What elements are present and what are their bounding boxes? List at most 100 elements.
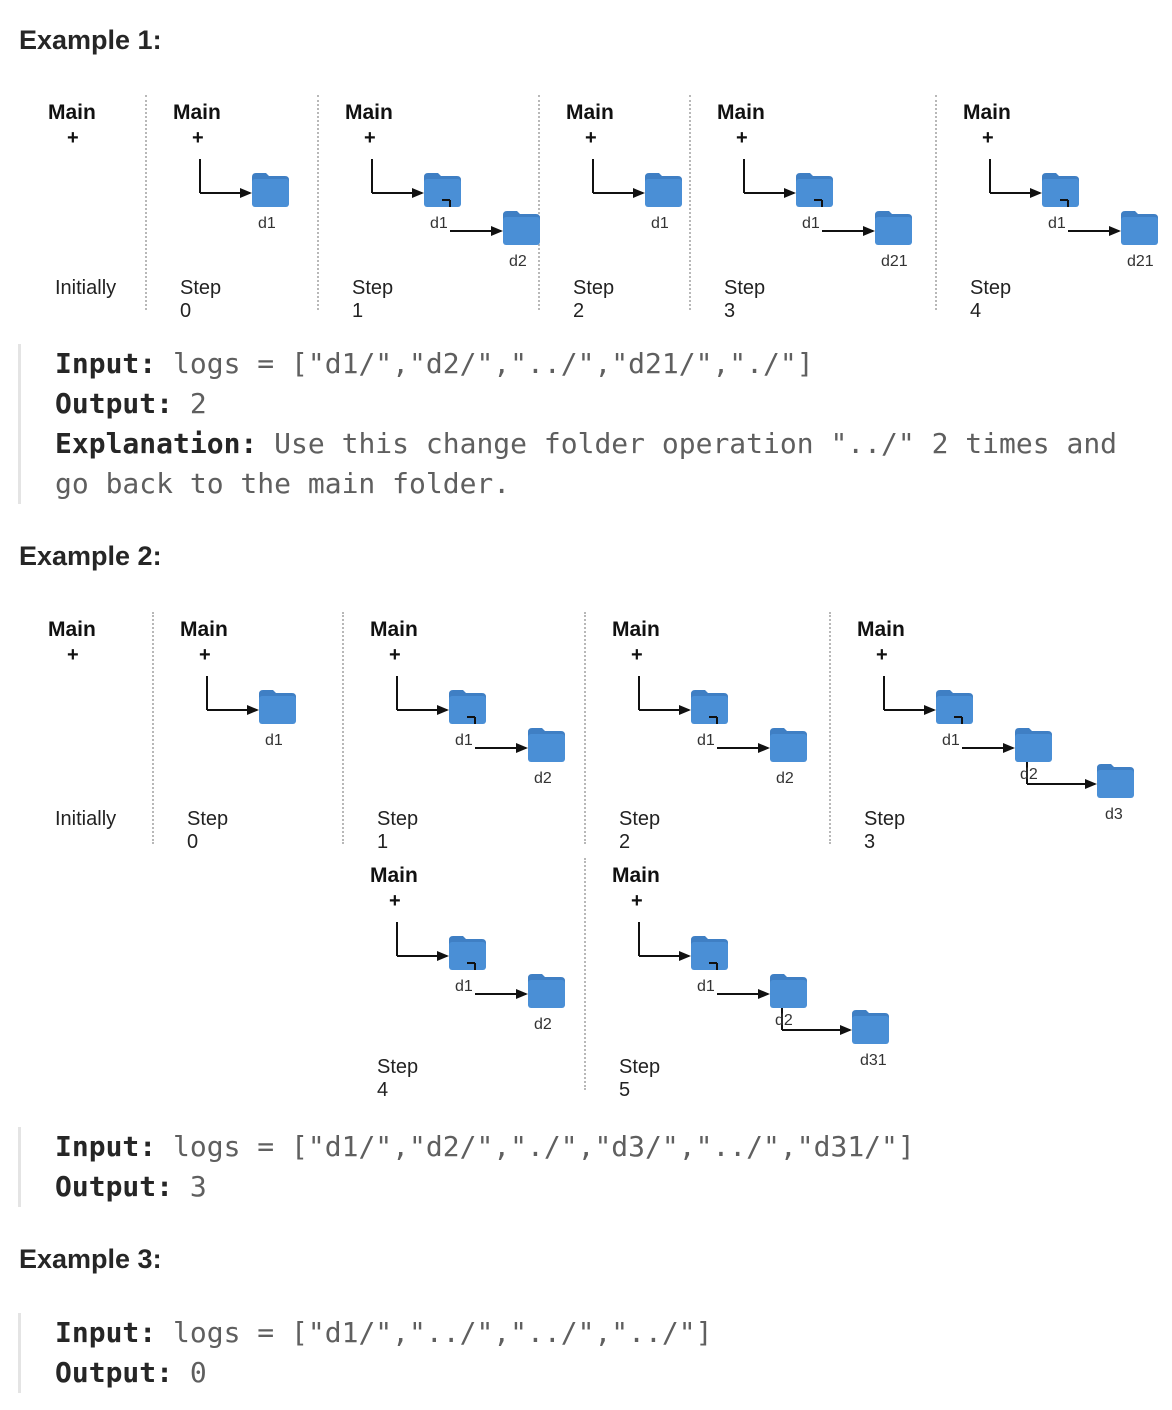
folder-name-label: d1 [1048, 215, 1066, 232]
root-marker: + [199, 644, 211, 666]
folder-icon [852, 1010, 889, 1044]
folder-tree [989, 159, 1158, 245]
arrowhead-icon [840, 1025, 852, 1035]
example-1-code-block: Input: logs = ["d1/","d2/","../","d21/",… [18, 344, 1135, 504]
folder-name-label: d1 [651, 215, 669, 232]
folder-name-label: d1 [455, 978, 473, 995]
step-label: Step 4 [377, 1056, 419, 1101]
root-folder-label: Main [48, 618, 96, 641]
arrowhead-icon [516, 989, 528, 999]
folder-tree [396, 922, 565, 1008]
output-label: Output: [55, 387, 174, 420]
root-marker: + [631, 644, 643, 666]
folder-name-label: d1 [258, 215, 276, 232]
root-marker: + [982, 127, 994, 149]
arrowhead-icon [1003, 743, 1015, 753]
folder-icon [1121, 211, 1158, 245]
folder-icon [1042, 173, 1079, 207]
folder-icon [259, 690, 296, 724]
root-folder-label: Main [370, 864, 418, 887]
arrowhead-icon [437, 705, 449, 715]
root-folder-label: Main [612, 618, 660, 641]
step-label: Step 0 [187, 808, 229, 853]
panel-divider [145, 95, 147, 310]
example-2-code-block: Input: logs = ["d1/","d2/","./","d3/",".… [18, 1127, 1135, 1207]
folder-name-label: d1 [455, 732, 473, 749]
folder-name-label: d21 [1127, 253, 1154, 270]
arrowhead-icon [784, 188, 796, 198]
folder-icon [528, 728, 565, 762]
folder-icon [875, 211, 912, 245]
folder-icon [449, 936, 486, 970]
example-3-code-block: Input: logs = ["d1/","../","../","../"] … [18, 1313, 1135, 1393]
folder-name-label: d2 [775, 1012, 793, 1029]
root-folder-label: Main [345, 101, 393, 124]
output-label: Output: [55, 1356, 174, 1389]
arrowhead-icon [240, 188, 252, 198]
input-label: Input: [55, 1316, 157, 1349]
folder-tree [638, 922, 889, 1044]
input-value: logs = ["d1/","d2/","../","d21/","./"] [173, 347, 814, 380]
folder-name-label: d1 [265, 732, 283, 749]
example-2-heading: Example 2: [19, 541, 162, 571]
panel-divider [317, 95, 319, 310]
root-marker: + [389, 890, 401, 912]
panel-divider [584, 858, 586, 1090]
root-marker: + [736, 127, 748, 149]
step-label: Step 0 [180, 277, 222, 322]
root-folder-label: Main [717, 101, 765, 124]
folder-tree [743, 159, 912, 245]
input-label: Input: [55, 347, 157, 380]
root-folder-label: Main [48, 101, 96, 124]
root-marker: + [876, 644, 888, 666]
folder-tree [638, 676, 807, 762]
root-marker: + [192, 127, 204, 149]
folder-icon [936, 690, 973, 724]
folder-icon [796, 173, 833, 207]
folder-icon [691, 690, 728, 724]
arrowhead-icon [516, 743, 528, 753]
arrowhead-icon [679, 951, 691, 961]
folder-tree [396, 676, 565, 762]
folder-name-label: d1 [697, 978, 715, 995]
step-label: Step 1 [377, 808, 419, 853]
root-folder-label: Main [173, 101, 221, 124]
explanation-value: Use this change folder operation "../" 2… [55, 427, 1134, 500]
step-label: Step 2 [619, 808, 661, 853]
root-folder-label: Main [370, 618, 418, 641]
step-label: Step 5 [619, 1056, 661, 1101]
input-label: Input: [55, 1130, 157, 1163]
arrowhead-icon [758, 989, 770, 999]
folder-icon [1097, 764, 1134, 798]
arrowhead-icon [924, 705, 936, 715]
explanation-label: Explanation: [55, 427, 258, 460]
root-marker: + [67, 127, 79, 149]
folder-name-label: d2 [534, 770, 552, 787]
folder-name-label: d1 [430, 215, 448, 232]
example-3-heading: Example 3: [19, 1244, 162, 1274]
arrowhead-icon [679, 705, 691, 715]
root-folder-label: Main [612, 864, 660, 887]
folder-icon [770, 974, 807, 1008]
arrowhead-icon [863, 226, 875, 236]
folder-icon [252, 173, 289, 207]
folder-tree [883, 676, 1134, 798]
folder-icon [449, 690, 486, 724]
folder-name-label: d2 [534, 1016, 552, 1033]
arrowhead-icon [247, 705, 259, 715]
folder-name-label: d2 [776, 770, 794, 787]
arrowhead-icon [633, 188, 645, 198]
step-label: Step 2 [573, 277, 615, 322]
folder-tree [206, 676, 296, 724]
root-marker: + [389, 644, 401, 666]
root-marker: + [585, 127, 597, 149]
arrowhead-icon [1109, 226, 1121, 236]
input-value: logs = ["d1/","../","../","../"] [173, 1316, 713, 1349]
arrowhead-icon [758, 743, 770, 753]
arrowhead-icon [491, 226, 503, 236]
step-label: Step 1 [352, 277, 394, 322]
step-label: Step 3 [864, 808, 906, 853]
folder-icon [424, 173, 461, 207]
folder-name-label: d21 [881, 253, 908, 270]
step-label: Step 3 [724, 277, 766, 322]
